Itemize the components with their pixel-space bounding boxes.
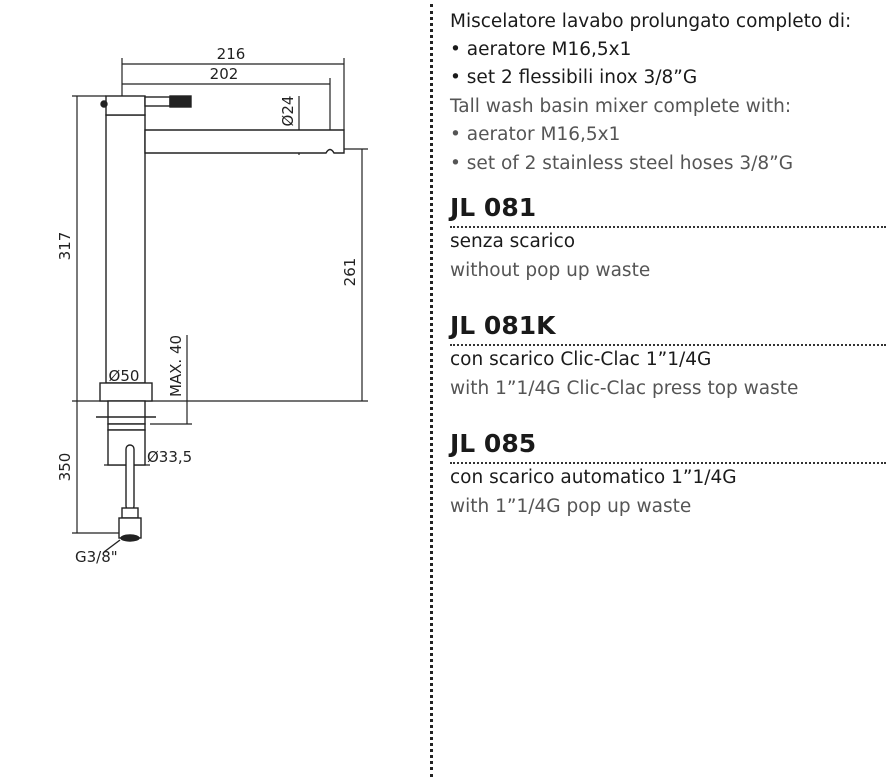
italian-title: Miscelatore lavabo prolungato completo d… [450, 11, 852, 32]
english-item: • aerator M16,5x1 [450, 124, 621, 145]
variant-code: JL 081K [450, 311, 556, 340]
variant-code: JL 085 [450, 429, 537, 458]
variant-english: without pop up waste [450, 260, 651, 281]
divider [450, 226, 886, 228]
divider [450, 462, 886, 464]
dim-261: 261 [341, 258, 359, 287]
technical-drawing: 216 202 Ø24 317 261 Ø50 MAX. 40 350 Ø33,… [56, 45, 368, 566]
english-item: • set of 2 stainless steel hoses 3/8”G [450, 153, 794, 174]
dim-d33: Ø33,5 [147, 448, 192, 466]
divider [450, 344, 886, 346]
variant-english: with 1”1/4G pop up waste [450, 496, 692, 517]
variant-code: JL 081 [450, 193, 537, 222]
dim-d50: Ø50 [109, 367, 140, 385]
english-title: Tall wash basin mixer complete with: [450, 96, 792, 117]
italian-item: • set 2 flessibili inox 3/8”G [450, 67, 698, 88]
dim-g38: G3/8" [75, 548, 118, 566]
variant-italian: con scarico Clic-Clac 1”1/4G [450, 349, 712, 370]
variant-italian: senza scarico [450, 231, 576, 252]
dim-d24: Ø24 [279, 96, 297, 127]
dim-202: 202 [210, 65, 239, 83]
dim-216: 216 [217, 45, 246, 63]
column-separator [430, 4, 433, 777]
dim-317: 317 [56, 232, 74, 261]
variant-english: with 1”1/4G Clic-Clac press top waste [450, 378, 799, 399]
dim-350: 350 [56, 453, 74, 482]
dim-max40: MAX. 40 [167, 335, 185, 397]
variant-italian: con scarico automatico 1”1/4G [450, 467, 737, 488]
italian-item: • aeratore M16,5x1 [450, 39, 632, 60]
